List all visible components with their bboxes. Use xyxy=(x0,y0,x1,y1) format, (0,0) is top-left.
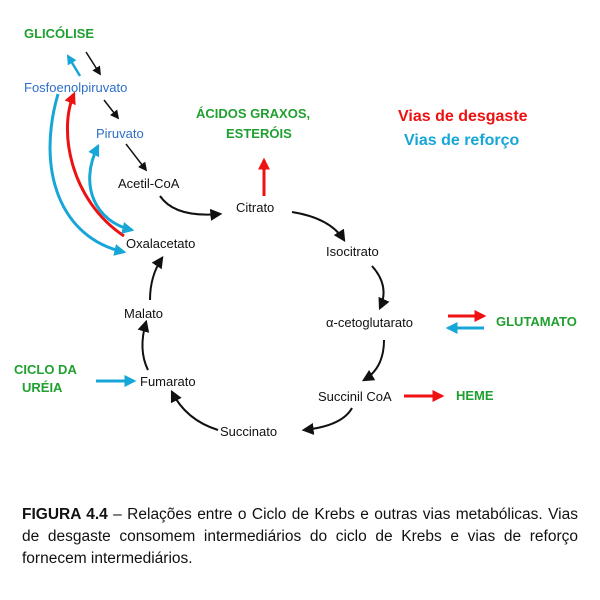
node-succinil-coa: Succinil CoA xyxy=(318,389,392,404)
arrow-glicolise-to-pep xyxy=(85,51,101,76)
label-ciclo-ureia-line1: CICLO DA xyxy=(14,362,77,377)
label-acidos-graxos-line1: ÁCIDOS GRAXOS, xyxy=(196,106,311,121)
label-glicolise: GLICÓLISE xyxy=(24,26,95,41)
arrow-pep-to-glicolise xyxy=(66,54,82,77)
legend-reforco: Vias de reforço xyxy=(404,132,520,149)
arrow-piruvato-to-acetil xyxy=(125,143,148,172)
arrow-succinilcoa-to-succinato xyxy=(301,407,353,435)
legend-desgaste: Vias de desgaste xyxy=(398,108,528,125)
node-succinato: Succinato xyxy=(220,424,278,439)
arrow-acetil-to-citrato xyxy=(159,195,223,221)
node-fosfoenolpiruvato: Fosfoenolpiruvato xyxy=(24,80,128,95)
caption-label: FIGURA 4.4 xyxy=(22,506,108,523)
label-heme: HEME xyxy=(456,388,494,403)
node-oxalacetato: Oxalacetato xyxy=(126,236,196,251)
arrow-malato-to-oxalacetato xyxy=(149,256,164,301)
node-piruvato: Piruvato xyxy=(96,126,144,141)
arrow-fumarato-to-malato xyxy=(137,319,150,371)
node-cetoglutarato: α-cetoglutarato xyxy=(326,315,414,330)
arrow-pep-to-oxalacetato xyxy=(48,93,127,256)
arrow-pep-to-piruvato xyxy=(103,99,120,120)
label-acidos-graxos-line2: ESTERÓIS xyxy=(226,126,292,141)
krebs-cycle-diagram: GLICÓLISE ÁCIDOS GRAXOS, ESTERÓIS GLUTAM… xyxy=(14,26,577,439)
node-acetil-coa: Acetil-CoA xyxy=(118,176,180,191)
node-fumarato: Fumarato xyxy=(140,374,196,389)
arrow-cetoglutarato-to-succinilcoa xyxy=(361,339,385,382)
figure-caption: FIGURA 4.4 – Relações entre o Ciclo de K… xyxy=(22,504,578,570)
label-glutamato: GLUTAMATO xyxy=(496,314,577,329)
node-malato: Malato xyxy=(124,306,164,321)
label-ciclo-ureia-line2: URÉIA xyxy=(22,380,63,395)
arrow-succinato-to-fumarato xyxy=(170,389,219,431)
arrows-layer xyxy=(48,51,487,435)
arrow-oxalacetato-piruvato xyxy=(88,143,135,234)
node-isocitrato: Isocitrato xyxy=(326,244,379,259)
arrow-citrato-to-isocitrato xyxy=(291,211,346,243)
caption-text: – Relações entre o Ciclo de Krebs e outr… xyxy=(22,506,578,567)
arrow-isocitrato-to-cetoglutarato xyxy=(371,265,390,311)
node-citrato: Citrato xyxy=(236,200,275,215)
